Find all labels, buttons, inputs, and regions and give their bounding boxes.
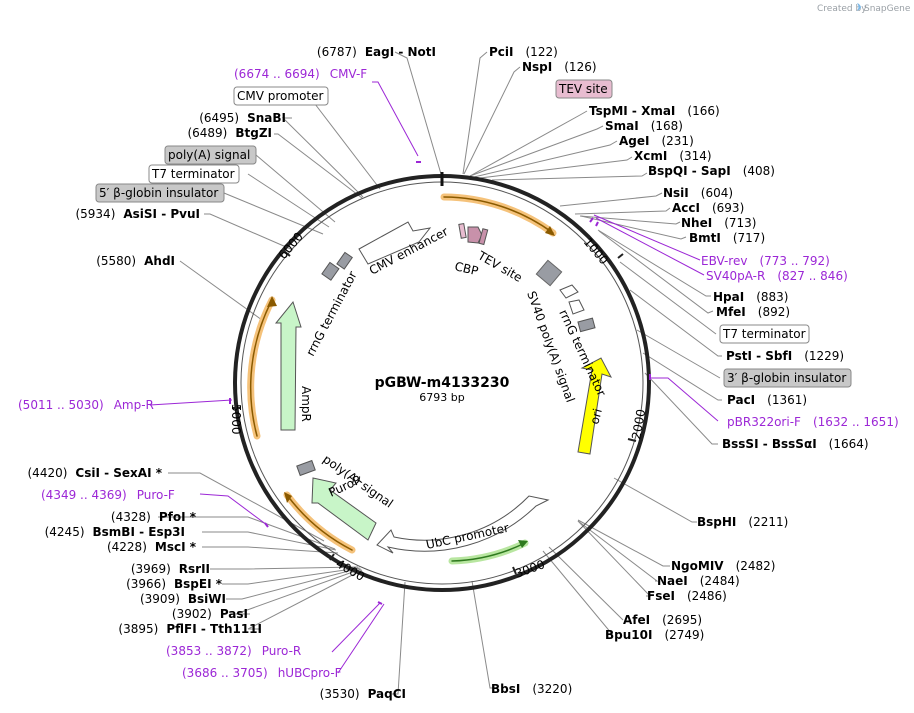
orf-arcs xyxy=(247,193,557,565)
tick-label-3000: 3000 xyxy=(513,557,546,581)
box-t7-terminator-left[interactable]: T7 terminator xyxy=(148,164,240,184)
svg-text:3′ β-globin insulator: 3′ β-globin insulator xyxy=(727,371,846,385)
site-bsphi[interactable]: BspHI(2211) xyxy=(697,515,788,529)
site-nspi[interactable]: NspI(126) xyxy=(522,60,597,74)
svg-text:poly(A) signal: poly(A) signal xyxy=(168,148,250,162)
primer-cmv-f[interactable]: (6674 .. 6694)CMV-F xyxy=(234,67,367,81)
site-btgzi[interactable]: (6489)BtgZI xyxy=(187,126,272,140)
svg-text:T7 terminator: T7 terminator xyxy=(151,167,235,181)
primer-amp-r[interactable]: (5011 .. 5030)Amp-R xyxy=(18,398,154,412)
box-tev-site[interactable]: TEV site xyxy=(555,79,613,99)
label-ampr: AmpR xyxy=(299,386,313,422)
svg-text:5′ β-globin insulator: 5′ β-globin insulator xyxy=(99,186,218,200)
site-bsiwi[interactable]: (3909)BsiWI xyxy=(140,592,226,606)
primer-sv40pa-r[interactable]: SV40pA-R(827 .. 846) xyxy=(706,269,848,283)
feature-sv40-ori-box[interactable] xyxy=(535,259,563,287)
site-pflfi-tth111i[interactable]: (3895)PflFI - Tth111I xyxy=(118,622,262,636)
primer-puro-f[interactable]: (4349 .. 4369)Puro-F xyxy=(41,488,175,502)
site-bmti[interactable]: BmtI(717) xyxy=(689,231,765,245)
svg-text:TEV site: TEV site xyxy=(558,82,608,96)
sites-right: PciI(122) NspI(126) TspMI - XmaI(166) Sm… xyxy=(489,45,869,696)
feature-rrng-left[interactable] xyxy=(321,251,353,281)
site-mfei[interactable]: MfeI(892) xyxy=(716,305,790,319)
primer-pbr322ori-f[interactable]: pBR322ori-F(1632 .. 1651) xyxy=(727,415,899,429)
box-3-globin-insulator[interactable]: 3′ β-globin insulator xyxy=(723,368,852,388)
feature-ori[interactable] xyxy=(577,357,613,455)
tick-label-4000: 4000 xyxy=(334,556,367,583)
plasmid-size: 6793 bp xyxy=(419,391,464,404)
feature-ampr[interactable] xyxy=(274,300,302,431)
label-ori: ori xyxy=(587,407,605,426)
site-bsmbi-esp3i[interactable]: (4245)BsmBI - Esp3I xyxy=(45,525,185,539)
feature-ubc-promoter[interactable] xyxy=(376,495,550,554)
site-ngomiv[interactable]: NgoMIV(2482) xyxy=(671,559,775,573)
box-cmv-promoter[interactable]: CMV promoter xyxy=(233,86,329,106)
svg-text:CMV promoter: CMV promoter xyxy=(237,89,324,103)
feature-cbp[interactable] xyxy=(458,223,467,239)
site-eagi-noti[interactable]: (6787)EagI - NotI xyxy=(317,45,436,59)
site-acci[interactable]: AccI(693) xyxy=(672,201,744,215)
label-leader-lines xyxy=(158,51,722,695)
site-bbsi[interactable]: BbsI(3220) xyxy=(491,682,572,696)
primer-puro-r[interactable]: (3853 .. 3872)Puro-R xyxy=(166,644,301,658)
tick-label-2000: 2000 xyxy=(629,408,648,441)
site-msci[interactable]: (4228)MscI * xyxy=(107,540,197,554)
label-rrng-left: rrnG terminator xyxy=(303,269,359,359)
label-ubc: UbC promoter xyxy=(425,521,510,552)
site-pcii[interactable]: PciI(122) xyxy=(489,45,558,59)
primer-leader-lines xyxy=(149,81,719,674)
site-bsssi-bsssai[interactable]: BssSI - BssSαI(1664) xyxy=(722,437,869,451)
site-paqci[interactable]: (3530)PaqCI xyxy=(320,687,406,701)
site-asisi-pvui[interactable]: (5934)AsiSI - PvuI xyxy=(75,207,200,221)
primer-hubcpro-f[interactable]: (3686 .. 3705)hUBCpro-F xyxy=(182,666,342,680)
label-tev-site: TEV site xyxy=(475,248,525,285)
site-bpu10i[interactable]: Bpu10I(2749) xyxy=(605,628,704,642)
site-rsrii[interactable]: (3969)RsrII xyxy=(131,562,210,576)
tick-marks xyxy=(232,250,637,575)
site-hpai[interactable]: HpaI(883) xyxy=(713,290,788,304)
snapgene-logo xyxy=(857,3,861,11)
box-polya-signal[interactable]: poly(A) signal xyxy=(164,145,257,165)
site-afei[interactable]: AfeI(2695) xyxy=(623,613,702,627)
site-fsei[interactable]: FseI(2486) xyxy=(647,589,727,603)
site-naei[interactable]: NaeI(2484) xyxy=(657,574,740,588)
site-agei[interactable]: AgeI(231) xyxy=(619,134,694,148)
primer-ebv-rev[interactable]: EBV-rev(773 .. 792) xyxy=(701,254,830,268)
credit-brand: SnapGene xyxy=(864,4,911,14)
site-paci[interactable]: PacI(1361) xyxy=(727,393,807,407)
site-pasi[interactable]: (3902)PasI xyxy=(172,607,248,621)
sites-left: (6787)EagI - NotI (6495)SnaBI (6489)BtgZ… xyxy=(28,45,437,701)
feature-rrng-right[interactable] xyxy=(559,284,596,333)
site-snabi[interactable]: (6495)SnaBI xyxy=(199,111,286,125)
site-pfoi[interactable]: (4328)PfoI * xyxy=(111,510,197,524)
orf-arrowheads xyxy=(267,226,555,548)
feature-tev-site[interactable] xyxy=(467,226,489,246)
box-t7-terminator-right[interactable]: T7 terminator xyxy=(719,324,810,344)
tick-label-1000: 1000 xyxy=(581,235,611,267)
credit-text: Created by xyxy=(817,4,867,14)
svg-text:T7 terminator: T7 terminator xyxy=(722,327,806,341)
box-5-globin-insulator[interactable]: 5′ β-globin insulator xyxy=(95,183,225,203)
feature-polya-box[interactable] xyxy=(296,459,316,477)
primer-marks xyxy=(229,161,651,605)
site-xcmi[interactable]: XcmI(314) xyxy=(634,149,712,163)
site-bspqi-sapi[interactable]: BspQI - SapI(408) xyxy=(648,164,775,178)
site-psti-sbfi[interactable]: PstI - SbfI(1229) xyxy=(726,349,844,363)
site-bspei[interactable]: (3966)BspEI * xyxy=(126,577,223,591)
site-nsii[interactable]: NsiI(604) xyxy=(663,186,733,200)
feature-puror[interactable] xyxy=(311,477,377,541)
site-tspmi-xmai[interactable]: TspMI - XmaI(166) xyxy=(589,104,720,118)
tick-label-6000: 6000 xyxy=(276,230,306,262)
site-ahdi[interactable]: (5580)AhdI xyxy=(96,254,175,268)
tick-label-5000: 5000 xyxy=(229,404,243,435)
plasmid-name: pGBW-m4133230 xyxy=(375,375,510,391)
site-nhei[interactable]: NheI(713) xyxy=(681,216,756,230)
feature-cmv-enhancer[interactable] xyxy=(358,221,432,265)
label-cbp: CBP xyxy=(453,259,479,278)
primers: (6674 .. 6694)CMV-F EBV-rev(773 .. 792) … xyxy=(18,67,899,680)
site-csii-sexai[interactable]: (4420)CsiI - SexAI * xyxy=(28,466,163,480)
site-smai[interactable]: SmaI(168) xyxy=(605,119,683,133)
